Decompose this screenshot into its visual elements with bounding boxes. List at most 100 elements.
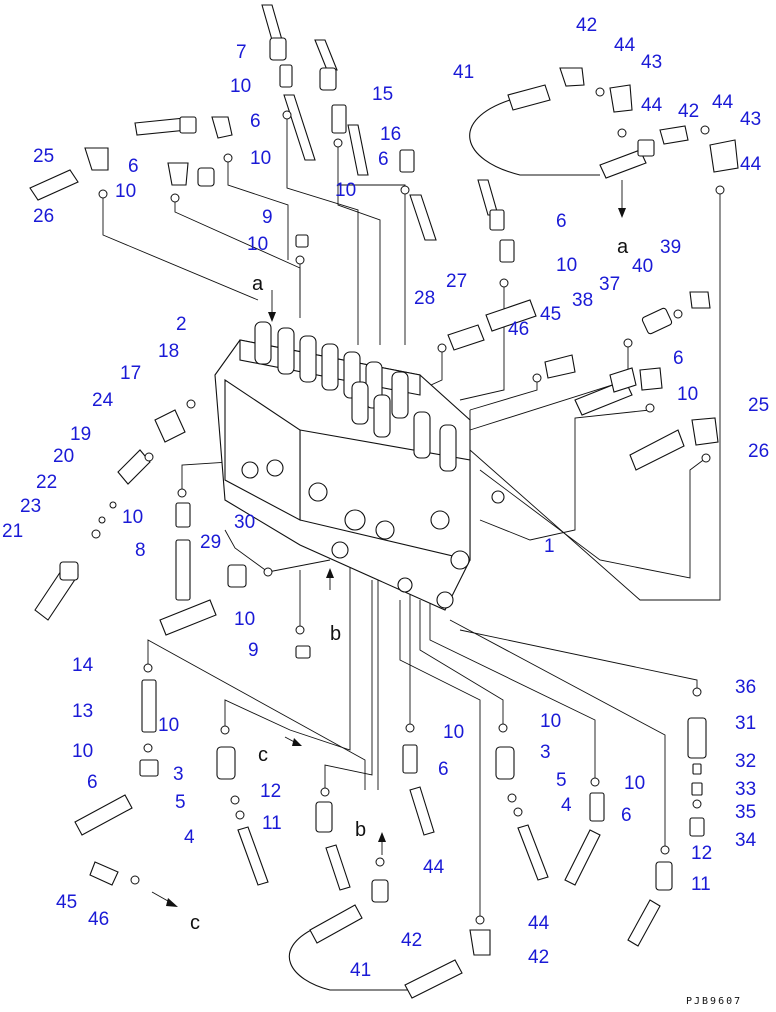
callout-18: 18 bbox=[158, 341, 179, 362]
callout-1: 1 bbox=[544, 536, 555, 557]
leader-lines bbox=[102, 99, 721, 991]
callout-12: 12 bbox=[260, 781, 281, 802]
callout-9: 9 bbox=[262, 207, 273, 228]
callout-10: 10 bbox=[443, 722, 464, 743]
callout-37: 37 bbox=[599, 274, 620, 295]
callout-42: 42 bbox=[678, 101, 699, 122]
callout-10: 10 bbox=[540, 711, 561, 732]
callout-39: 39 bbox=[660, 237, 681, 258]
callout-42: 42 bbox=[576, 15, 597, 36]
callout-10: 10 bbox=[230, 76, 251, 97]
callout-10: 10 bbox=[158, 715, 179, 736]
callout-6: 6 bbox=[673, 348, 684, 369]
callout-30: 30 bbox=[234, 512, 255, 533]
callout-10: 10 bbox=[115, 181, 136, 202]
callout-24: 24 bbox=[92, 390, 114, 411]
callout-26: 26 bbox=[33, 206, 54, 227]
callout-6: 6 bbox=[87, 772, 98, 793]
callout-10: 10 bbox=[247, 234, 268, 255]
callout-33: 33 bbox=[735, 779, 756, 800]
callout-43: 43 bbox=[740, 109, 761, 130]
callout-6: 6 bbox=[438, 759, 449, 780]
callout-8: 8 bbox=[135, 540, 146, 561]
callout-41: 41 bbox=[350, 960, 371, 981]
callout-11: 11 bbox=[262, 813, 282, 834]
callout-6: 6 bbox=[250, 111, 261, 132]
callout-25: 25 bbox=[748, 395, 769, 416]
callout-44: 44 bbox=[528, 913, 550, 934]
callout-22: 22 bbox=[36, 472, 57, 493]
callout-6: 6 bbox=[556, 211, 567, 232]
callout-40: 40 bbox=[632, 256, 653, 277]
view-letter-c-bottom: c bbox=[190, 912, 200, 934]
callout-35: 35 bbox=[735, 802, 756, 823]
callout-28: 28 bbox=[414, 288, 435, 309]
callout-31: 31 bbox=[735, 713, 756, 734]
callout-10: 10 bbox=[122, 507, 143, 528]
control-valve-assembly bbox=[214, 321, 505, 611]
callout-5: 5 bbox=[175, 792, 186, 813]
callout-44: 44 bbox=[614, 35, 636, 56]
callout-6: 6 bbox=[378, 149, 389, 170]
callout-6: 6 bbox=[128, 156, 139, 177]
callout-4: 4 bbox=[184, 827, 195, 848]
callout-34: 34 bbox=[735, 830, 757, 851]
callout-26: 26 bbox=[748, 441, 769, 462]
view-letter-b-lower: b bbox=[355, 819, 366, 841]
callout-44: 44 bbox=[641, 95, 663, 116]
callout-3: 3 bbox=[173, 764, 184, 785]
callout-9: 9 bbox=[248, 640, 259, 661]
callout-27: 27 bbox=[446, 271, 467, 292]
callout-labels: 7 10 6 15 16 6 10 25 6 10 26 10 9 10 41 … bbox=[2, 15, 769, 981]
callout-44: 44 bbox=[423, 857, 445, 878]
callout-7: 7 bbox=[236, 42, 247, 63]
view-letter-a-right: a bbox=[617, 236, 629, 258]
callout-13: 13 bbox=[72, 701, 93, 722]
callout-4: 4 bbox=[561, 795, 572, 816]
callout-11: 11 bbox=[691, 874, 711, 895]
callout-36: 36 bbox=[735, 677, 756, 698]
callout-10: 10 bbox=[234, 609, 255, 630]
callout-23: 23 bbox=[20, 496, 41, 517]
callout-45: 45 bbox=[56, 892, 77, 913]
callout-43: 43 bbox=[641, 52, 662, 73]
callout-10: 10 bbox=[72, 741, 93, 762]
callout-17: 17 bbox=[120, 363, 141, 384]
callout-2: 2 bbox=[176, 314, 187, 335]
callout-42: 42 bbox=[528, 947, 549, 968]
callout-25: 25 bbox=[33, 146, 54, 167]
callout-46: 46 bbox=[508, 319, 529, 340]
callout-5: 5 bbox=[556, 770, 567, 791]
callout-15: 15 bbox=[372, 84, 393, 105]
callout-38: 38 bbox=[572, 290, 593, 311]
callout-3: 3 bbox=[540, 742, 551, 763]
view-letter-c-left: c bbox=[258, 744, 268, 766]
callout-10: 10 bbox=[677, 384, 698, 405]
callout-44: 44 bbox=[740, 154, 762, 175]
valve-ports bbox=[241, 459, 505, 609]
callout-42: 42 bbox=[401, 930, 422, 951]
callout-10: 10 bbox=[624, 773, 645, 794]
view-letter-b-center: b bbox=[330, 623, 341, 645]
callout-44: 44 bbox=[712, 92, 734, 113]
callout-46: 46 bbox=[88, 909, 109, 930]
view-letters: a a b b c c bbox=[190, 236, 629, 934]
callout-16: 16 bbox=[380, 124, 401, 145]
callout-45: 45 bbox=[540, 304, 561, 325]
callout-10: 10 bbox=[335, 180, 356, 201]
drawing-code: PJB9607 bbox=[686, 996, 742, 1007]
fittings bbox=[29, 4, 739, 999]
view-letter-a-top: a bbox=[252, 273, 264, 295]
callout-21: 21 bbox=[2, 521, 23, 542]
callout-6: 6 bbox=[621, 805, 632, 826]
callout-32: 32 bbox=[735, 751, 756, 772]
callout-10: 10 bbox=[250, 148, 271, 169]
callout-10: 10 bbox=[556, 255, 577, 276]
spool-caps bbox=[254, 321, 457, 472]
callout-41: 41 bbox=[453, 62, 474, 83]
callout-14: 14 bbox=[72, 655, 94, 676]
callout-20: 20 bbox=[53, 446, 74, 467]
callout-29: 29 bbox=[200, 532, 221, 553]
leader-points bbox=[91, 87, 725, 925]
